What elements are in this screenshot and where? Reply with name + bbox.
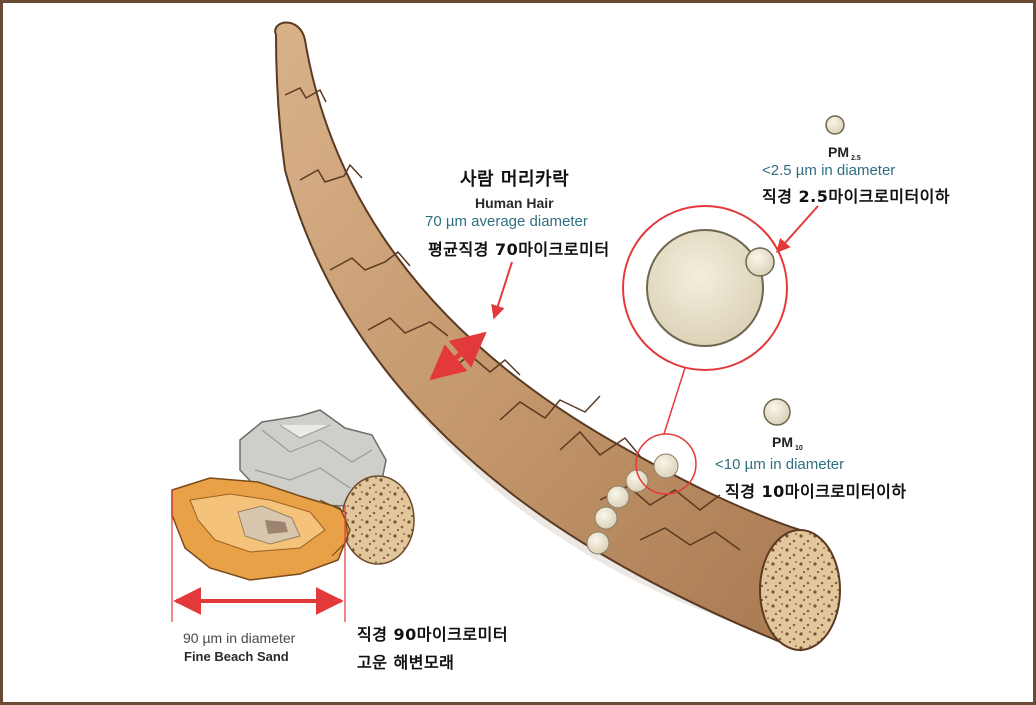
pm10-subscript: 10	[795, 445, 803, 452]
hair-cross-section	[760, 530, 840, 650]
magnified-pm25-particle	[746, 248, 774, 276]
hair-size-en: 70 µm average diameter	[425, 213, 588, 230]
pm25-label-pointer	[777, 206, 818, 252]
magnified-pm10-particle	[647, 230, 763, 346]
sand-title-kr: 고운 해변모래	[357, 654, 454, 672]
sand-grain-speckled	[342, 476, 414, 564]
sand-size-kr: 직경 90마이크로미터	[357, 626, 508, 644]
sand-title-en: Fine Beach Sand	[184, 650, 289, 665]
hair-size-kr: 평균직경 70마이크로미터	[428, 241, 610, 259]
pm25-subscript: 2.5	[851, 155, 861, 162]
hair-title-en: Human Hair	[475, 195, 554, 211]
hair-label-pointer	[494, 262, 512, 318]
sand-size-en: 90 µm in diameter	[183, 630, 295, 646]
pm25-size-en: <2.5 µm in diameter	[762, 162, 895, 179]
pm25-size-kr: 직경 2.5마이크로미터이하	[762, 188, 950, 206]
pm25-sample-particle	[826, 116, 844, 134]
pm10-sample-particle	[764, 399, 790, 425]
pm10-size-en: <10 µm in diameter	[715, 456, 844, 473]
hair-title-kr: 사람 머리카락	[460, 170, 569, 191]
pm10-size-kr: 직경 10마이크로미터이하	[725, 483, 907, 501]
